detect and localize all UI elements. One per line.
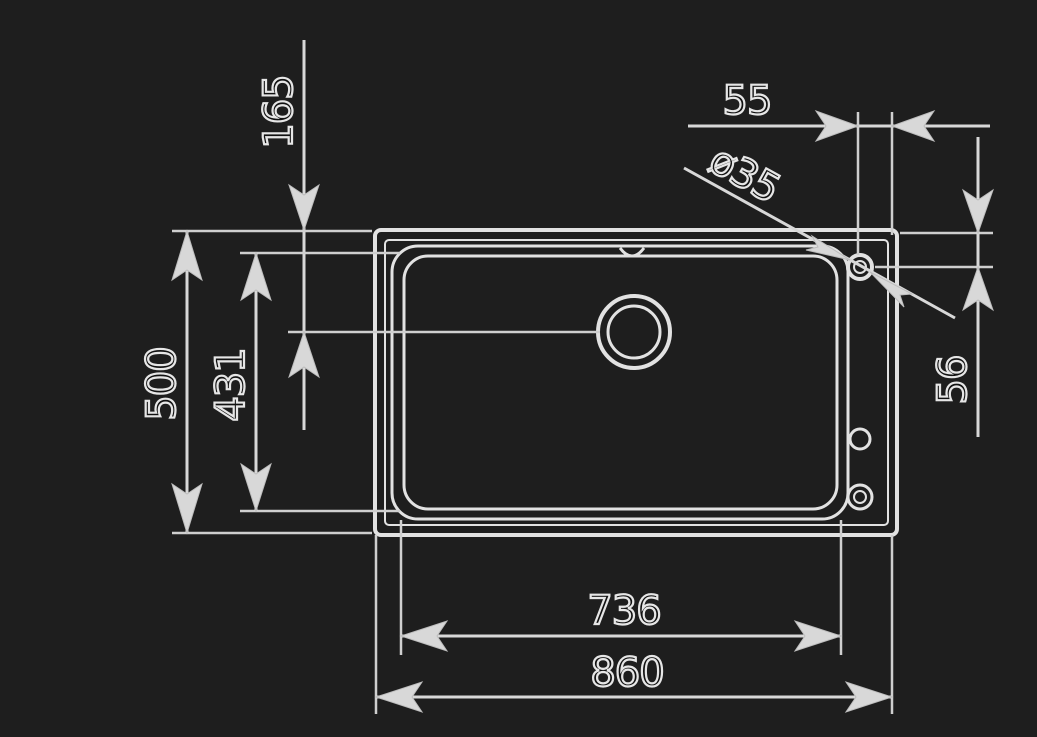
accessory-hole-2-inner	[853, 490, 867, 504]
accessory-hole-1	[848, 427, 872, 451]
dim-860-arrow-left	[374, 681, 424, 713]
dimension-165: 165	[240, 40, 600, 430]
tap-hole	[846, 253, 874, 281]
dim-500-arrow-bottom	[171, 482, 203, 535]
sink-outline	[373, 228, 899, 537]
dim-56-label: 56	[930, 356, 976, 405]
dim-165-arrow-down	[288, 183, 320, 232]
dim-55-arrow-right	[890, 110, 936, 142]
dimension-55: 55	[688, 77, 990, 255]
dim-500-arrow-top	[171, 229, 203, 282]
sink-outer-rim	[373, 228, 899, 537]
drain-inner	[606, 304, 662, 360]
dim-431-arrow-bottom	[240, 462, 272, 513]
dim-736-label: 736	[587, 588, 660, 634]
dim-860-label: 860	[590, 650, 663, 696]
dimension-56: 56	[875, 137, 994, 437]
dim-736-arrow-left	[399, 620, 449, 652]
dim-56-arrow-down	[962, 188, 994, 235]
dimension-500: 500	[138, 229, 372, 535]
dim-56-arrow-up	[962, 265, 994, 312]
dimension-860: 860	[374, 535, 894, 714]
dim-431-arrow-top	[240, 251, 272, 302]
dim-736-arrow-right	[793, 620, 843, 652]
dim-035-arrow-in	[805, 234, 851, 261]
dim-165-label: 165	[256, 75, 302, 148]
dim-55-arrow-left	[814, 110, 860, 142]
dimension-736: 736	[399, 520, 843, 655]
dim-55-label: 55	[723, 78, 772, 124]
dimension-diameter-35: ø35	[683, 136, 956, 320]
dim-860-arrow-right	[844, 681, 894, 713]
dim-431-label: 431	[208, 348, 254, 421]
dim-035-arrow-out	[869, 271, 914, 308]
dim-500-label: 500	[139, 347, 185, 420]
bowl-outer	[390, 244, 850, 521]
bowl-inner	[402, 254, 839, 511]
dim-165-arrow-up	[288, 330, 320, 379]
tap-hole-inner	[853, 260, 867, 274]
accessory-hole-2	[846, 483, 874, 511]
overflow-slot	[618, 247, 646, 258]
dimension-431: 431	[207, 251, 400, 513]
sink-inner-rim	[384, 239, 889, 526]
